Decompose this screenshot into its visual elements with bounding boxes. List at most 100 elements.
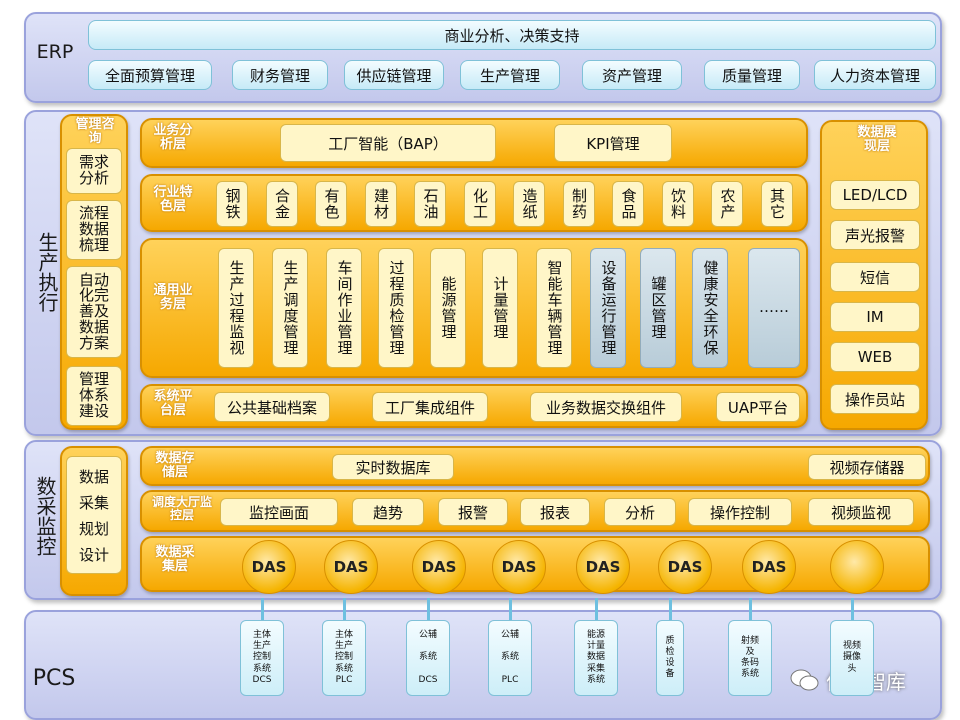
general-business-item[interactable]: 生产调度管理 <box>272 248 308 368</box>
general-business-item[interactable]: 健康安全环保 <box>692 248 728 368</box>
industry-item[interactable]: 饮料 <box>661 181 694 227</box>
pcs-system[interactable]: 质 检 设 备 <box>656 620 684 696</box>
erp-top-bar[interactable]: 商业分析、决策支持 <box>88 20 936 50</box>
erp-module[interactable]: 资产管理 <box>582 60 682 90</box>
das-node[interactable]: DAS <box>658 540 712 594</box>
monitor-item[interactable]: 操作控制 <box>688 498 792 526</box>
industry-item[interactable]: 造纸 <box>513 181 545 227</box>
industry-item-label: 制药 <box>570 188 588 220</box>
das-node[interactable]: DAS <box>492 540 546 594</box>
realtime-db-box[interactable]: 实时数据库 <box>332 454 454 480</box>
general-business-item[interactable]: …… <box>748 248 800 368</box>
das-node[interactable]: DAS <box>742 540 796 594</box>
general-business-item-label: 计量管理 <box>491 276 510 340</box>
general-business-item[interactable]: 罐区管理 <box>640 248 676 368</box>
pcs-system[interactable]: 视频 摄像 头 <box>830 620 874 696</box>
general-business-label: 通用业务层 <box>153 283 193 312</box>
general-business-row: 通用业务层 生产过程监视 生产调度管理车间作业管理 过程质检管理 能源管理 计量管理 智能… <box>140 238 808 378</box>
pcs-system[interactable]: 射频 及 条码 系统 <box>728 620 772 696</box>
platform-item[interactable]: 业务数据交换组件 <box>530 392 682 422</box>
general-business-item-label: 健康安全环保 <box>701 260 720 356</box>
monitor-item[interactable]: 报警 <box>438 498 508 526</box>
consulting-item[interactable]: 自动化完善及数据方案 <box>66 266 122 358</box>
monitor-item[interactable]: 报表 <box>520 498 590 526</box>
kpi-box[interactable]: KPI管理 <box>554 124 672 162</box>
general-business-item[interactable]: 智能车辆管理 <box>536 248 572 368</box>
consulting-item[interactable]: 需求分析 <box>66 148 122 194</box>
industry-item-label: 饮料 <box>669 188 687 220</box>
industry-item[interactable]: 食品 <box>612 181 644 227</box>
industry-item[interactable]: 制药 <box>562 181 595 227</box>
consulting-item[interactable]: 管理体系建设 <box>66 366 122 426</box>
industry-item[interactable]: 其它 <box>760 181 793 227</box>
pcs-system[interactable]: 公辅 系统 DCS <box>406 620 450 696</box>
industry-item-label: 建材 <box>372 188 390 220</box>
erp-module[interactable]: 生产管理 <box>460 60 560 90</box>
erp-module[interactable]: 全面预算管理 <box>88 60 212 90</box>
erp-label: ERP <box>36 41 74 63</box>
platform-item[interactable]: 工厂集成组件 <box>372 392 488 422</box>
pcs-system[interactable]: 公辅 系统 PLC <box>488 620 532 696</box>
pcs-system[interactable]: 主体 生产 控制 系统 PLC <box>322 620 366 696</box>
monitor-item[interactable]: 监控画面 <box>220 498 338 526</box>
general-business-item[interactable]: 设备运行管理 <box>590 248 626 368</box>
das-node[interactable]: DAS <box>242 540 296 594</box>
erp-module[interactable]: 质量管理 <box>704 60 800 90</box>
erp-module[interactable]: 人力资本管理 <box>814 60 936 90</box>
bap-box[interactable]: 工厂智能（BAP） <box>280 124 496 162</box>
pcs-system[interactable]: 主体 生产 控制 系统 DCS <box>240 620 284 696</box>
industry-item-label: 有色 <box>322 188 341 220</box>
monitor-item[interactable]: 趋势 <box>352 498 424 526</box>
general-business-item-label: 生产过程监视 <box>227 260 246 356</box>
industry-item[interactable]: 合金 <box>265 181 298 227</box>
monitor-item[interactable]: 视频监视 <box>808 498 914 526</box>
general-business-item[interactable]: 过程质检管理 <box>378 248 414 368</box>
display-item[interactable]: 声光报警 <box>830 220 920 250</box>
connector-line <box>595 598 598 622</box>
pcs-label: PCS <box>32 666 76 691</box>
general-business-item-label: 过程质检管理 <box>387 260 406 356</box>
industry-item[interactable]: 钢铁 <box>216 181 248 227</box>
das-node[interactable]: DAS <box>412 540 466 594</box>
video-storage-box[interactable]: 视频存储器 <box>808 454 926 480</box>
consulting-item[interactable]: 流程数据梳理 <box>66 200 122 260</box>
pcs-layer: PCS <box>24 610 942 720</box>
general-business-item-label: 能源管理 <box>439 276 458 340</box>
display-item[interactable]: LED/LCD <box>830 180 920 210</box>
industry-item[interactable]: 农产 <box>711 181 743 227</box>
system-platform-label: 系统平台层 <box>153 389 193 418</box>
data-display-label: 数据展现层 <box>857 125 897 154</box>
industry-item[interactable]: 有色 <box>315 181 347 227</box>
consulting-item-label: 流程数据梳理 <box>78 204 109 254</box>
industry-item-label: 石油 <box>421 188 440 220</box>
display-item[interactable]: 短信 <box>830 262 920 292</box>
planning-box[interactable]: 数据 采集 规划 设计 <box>66 456 122 574</box>
business-analysis-row: 业务分析层 工厂智能（BAP） KPI管理 <box>140 118 808 168</box>
industry-item[interactable]: 化工 <box>463 181 496 227</box>
general-business-item[interactable]: 车间作业管理 <box>326 248 362 368</box>
das-node[interactable]: DAS <box>576 540 630 594</box>
das-node[interactable]: DAS <box>324 540 378 594</box>
general-business-item[interactable]: 生产过程监视 <box>218 248 254 368</box>
connector-line <box>261 598 264 622</box>
wechat-icon <box>790 668 820 692</box>
platform-item[interactable]: 公共基础档案 <box>214 392 330 422</box>
display-item[interactable]: IM <box>830 302 920 332</box>
planning-text: 数据 <box>78 467 109 486</box>
connector-line <box>427 598 430 622</box>
display-item[interactable]: WEB <box>830 342 920 372</box>
general-business-item[interactable]: 计量管理 <box>482 248 518 368</box>
connector-line <box>509 598 512 622</box>
industry-label: 行业特色层 <box>153 185 193 214</box>
erp-module[interactable]: 供应链管理 <box>344 60 444 90</box>
industry-item[interactable]: 石油 <box>414 181 446 227</box>
platform-item[interactable]: UAP平台 <box>716 392 800 422</box>
display-item[interactable]: 操作员站 <box>830 384 920 414</box>
general-business-item[interactable]: 能源管理 <box>430 248 466 368</box>
pcs-system[interactable]: 能源 计量 数据 采集 系统 <box>574 620 618 696</box>
monitor-item[interactable]: 分析 <box>604 498 676 526</box>
erp-module[interactable]: 财务管理 <box>232 60 328 90</box>
general-business-item-label: 设备运行管理 <box>599 260 618 356</box>
industry-item-label: 化工 <box>471 188 489 220</box>
industry-item[interactable]: 建材 <box>364 181 397 227</box>
